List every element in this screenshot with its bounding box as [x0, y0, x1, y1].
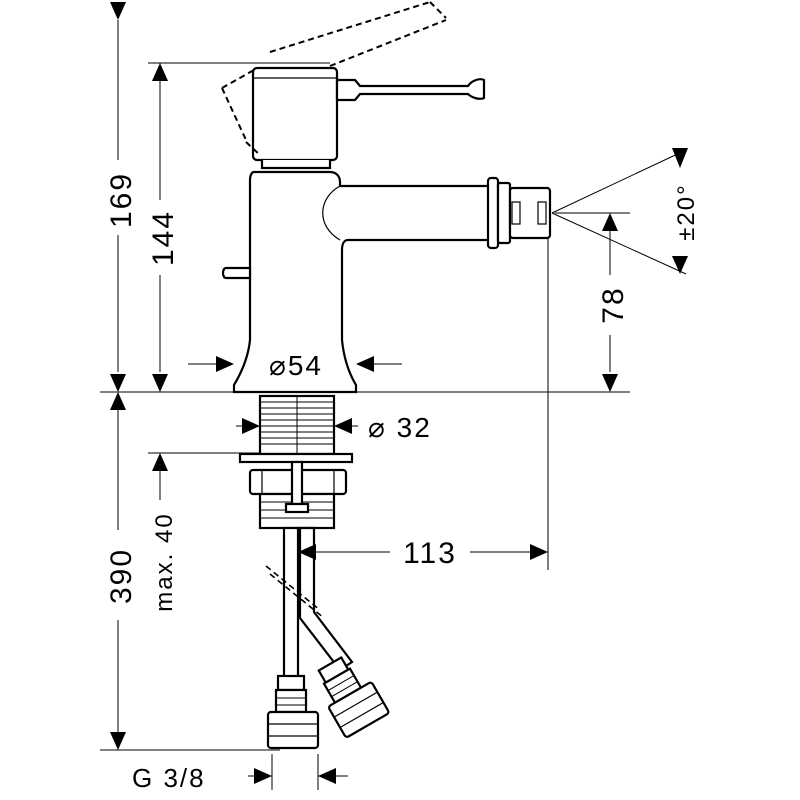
dimension-32-arrows — [236, 418, 358, 434]
dim-label-78: 78 — [597, 286, 630, 323]
dim-label-max40: max. 40 — [151, 512, 178, 611]
dimension-g38-arrows — [248, 754, 348, 790]
dimension-169-line — [110, 2, 126, 410]
dimension-144-line — [152, 63, 168, 392]
dim-label-g38: G 3/8 — [132, 763, 206, 793]
dim-label-diameter-54: ⌀54 — [269, 350, 323, 381]
dimension-113-line — [298, 544, 548, 560]
dim-label-390: 390 — [105, 548, 138, 604]
dim-label-169: 169 — [105, 172, 138, 228]
dimension-54-arrows — [188, 356, 402, 372]
dimension-max40-line — [152, 453, 168, 500]
supply-hoses — [265, 526, 390, 750]
dim-label-113: 113 — [403, 537, 457, 570]
dimension-390-line — [110, 410, 126, 750]
lever-pivot-outline — [221, 1, 447, 156]
dim-label-diameter-32: ⌀ 32 — [368, 412, 432, 443]
shank-assembly — [238, 394, 354, 530]
dim-label-angle: ±20° — [673, 183, 700, 240]
extension-lines — [100, 62, 630, 751]
dimension-78-line — [602, 213, 618, 392]
dimension-angle-lines — [551, 148, 688, 275]
dim-label-144: 144 — [147, 210, 180, 266]
faucet-body — [221, 66, 552, 394]
